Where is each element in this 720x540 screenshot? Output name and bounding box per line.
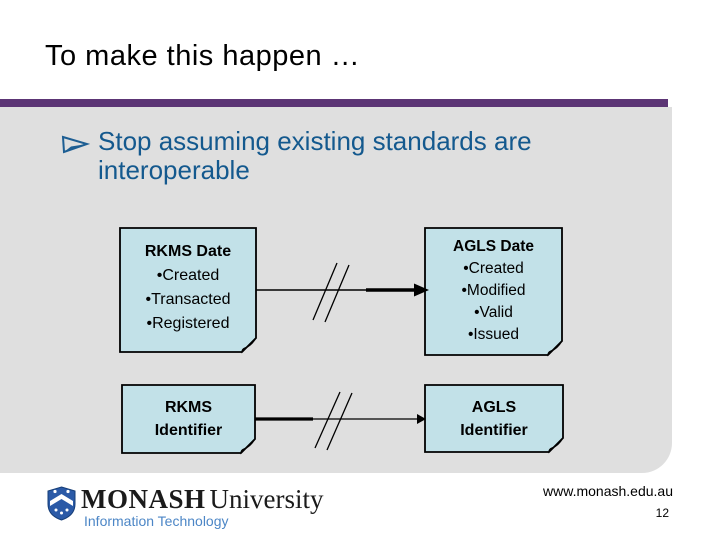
- box-title: AGLS Date: [453, 238, 534, 255]
- monash-crest-icon: [47, 486, 76, 526]
- rkms-date-box: RKMS Date •Created •Transacted •Register…: [121, 240, 255, 336]
- agls-date-box: AGLS Date •Created •Modified •Valid •Iss…: [426, 236, 561, 346]
- box-title: RKMS: [164, 399, 213, 416]
- box-item: •Created: [156, 267, 220, 284]
- logo-subtitle: Information Technology: [84, 513, 229, 529]
- box-subtitle: Identifier: [460, 422, 528, 439]
- slide-title: To make this happen …: [45, 40, 361, 72]
- box-title: AGLS: [471, 399, 517, 416]
- box-title: RKMS Date: [144, 243, 232, 260]
- agls-identifier-box: AGLS Identifier: [426, 396, 562, 442]
- bullet-text: Stop assuming existing standards are int…: [98, 126, 532, 185]
- title-accent-bar: [0, 99, 668, 107]
- page-number: 12: [655, 506, 669, 520]
- arrow-bullet-icon: [60, 133, 91, 162]
- box-item: •Registered: [146, 315, 230, 332]
- box-subtitle: Identifier: [154, 422, 223, 439]
- logo-primary-text: MONASH: [81, 484, 206, 514]
- box-item: •Issued: [467, 326, 520, 343]
- box-item: •Created: [463, 260, 524, 277]
- logo-secondary-text: University: [209, 484, 324, 514]
- box-item: •Transacted: [145, 291, 231, 308]
- box-item: •Modified: [461, 282, 526, 299]
- website-url: www.monash.edu.au: [543, 483, 673, 499]
- box-item: •Valid: [474, 304, 513, 321]
- rkms-identifier-box: RKMS Identifier: [123, 396, 254, 442]
